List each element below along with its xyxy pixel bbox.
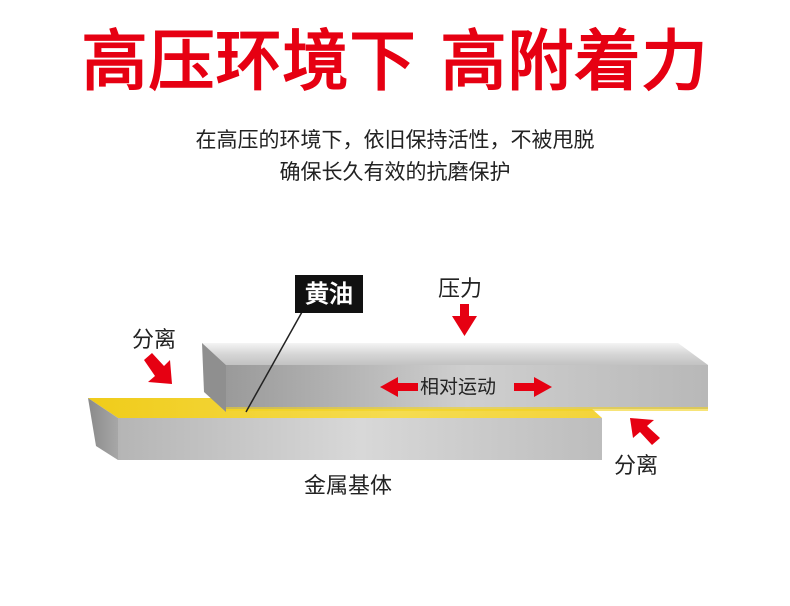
subtitle-line-2: 确保长久有效的抗磨保护 [279,160,511,184]
page-title: 高压环境下 高附着力 [81,23,709,100]
arrow-down-icon [452,304,477,336]
grease-label: 黄油 [295,275,363,313]
subtitle-line-1: 在高压的环境下，依旧保持活性，不被甩脱 [195,128,595,152]
upper-block-front [226,365,708,409]
arrow-diagonal-icon [630,418,660,445]
upper-block-top [202,343,708,365]
arrow-diagonal-icon [144,353,172,384]
metal-base-side [88,398,118,460]
relative-motion-label: 相对运动 [420,376,497,398]
metal-base-front [118,418,602,460]
metal-base-label: 金属基体 [304,474,393,499]
arrow-left-right-icon [380,377,552,397]
upper-block-side [202,343,226,412]
separation-right-label: 分离 [614,454,659,479]
separation-left-label: 分离 [132,328,177,353]
grease-leader-line [245,311,303,413]
upper-metal-block [202,343,708,412]
pressure-label: 压力 [438,277,483,302]
